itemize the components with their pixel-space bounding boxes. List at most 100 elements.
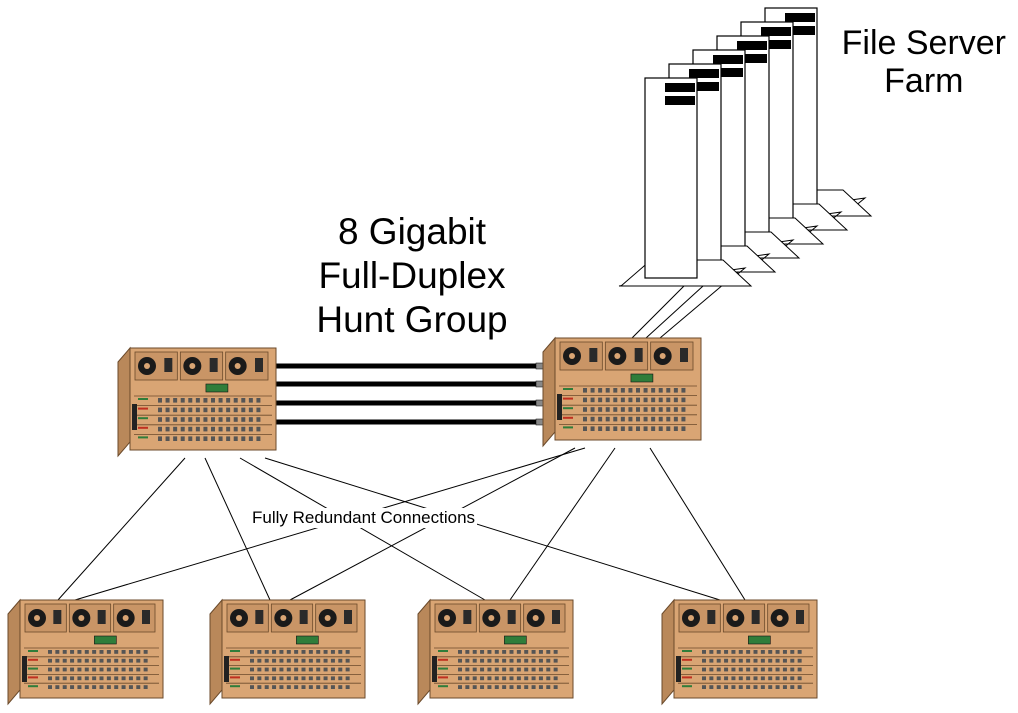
port-icon [211,436,215,441]
port-icon [330,685,335,689]
port-icon [62,676,67,681]
port-icon [702,667,706,672]
port-icon [226,398,231,403]
port-icon [620,397,625,403]
port-icon [121,658,126,663]
port-icon [768,658,773,663]
port-icon [480,658,485,663]
port-icon [472,658,477,663]
port-icon [524,650,529,654]
port-icon [643,397,648,403]
port-icon [516,676,521,681]
port-icon [487,676,492,681]
port-icon [279,685,284,689]
port-icon [553,658,558,663]
port-icon [636,416,640,422]
port-icon [502,676,507,681]
port-icon [188,436,193,441]
port-icon [286,650,291,654]
file-server-farm [618,7,873,287]
port-icon [241,407,246,413]
port-icon [598,426,603,431]
port-icon [716,676,721,681]
edge-switch-4 [661,598,818,706]
port-icon [211,426,215,432]
port-icon [746,658,751,663]
port-icon [77,685,82,689]
port-icon [250,685,254,689]
port-icon [753,667,758,672]
port-icon [538,650,543,654]
port-icon [294,650,299,654]
port-icon [465,667,470,672]
port-icon [195,426,200,432]
port-icon [48,685,52,689]
port-icon [775,667,780,672]
port-icon [180,426,185,432]
port-icon [613,397,618,403]
port-icon [226,417,231,422]
port-icon [651,416,656,422]
port-icon [218,436,223,441]
edge-switch-2 [209,598,366,706]
port-icon [738,667,743,672]
port-icon [286,658,291,663]
port-icon [55,685,60,689]
port-icon [458,685,462,689]
port-icon [738,650,743,654]
port-icon [681,388,686,393]
port-icon [301,676,306,681]
port-icon [553,667,558,672]
port-icon [590,416,595,422]
port-icon [620,407,625,412]
port-icon [598,397,603,403]
port-icon [106,676,111,681]
port-icon [70,650,75,654]
drive-bay [761,27,791,36]
port-icon [248,398,253,403]
port-icon [583,388,587,393]
chassis-side [209,598,223,706]
port-icon [180,398,185,403]
port-icon [702,676,706,681]
port-icon [180,417,185,422]
port-icon [502,650,507,654]
port-icon [250,650,254,654]
port-icon [605,388,610,393]
port-icon [480,650,485,654]
port-icon [487,667,492,672]
port-icon [546,667,551,672]
port-icon [731,650,736,654]
port-icon [345,650,350,654]
port-icon [188,417,193,422]
port-icon [308,658,313,663]
port-icon [70,667,75,672]
port-icon [203,436,208,441]
port-icon [257,685,262,689]
port-icon [233,426,238,432]
port-icon [195,436,200,441]
edge-switch-1 [7,598,164,706]
port-icon [92,650,97,654]
port-icon [509,667,514,672]
port-icon [99,667,104,672]
drive-bay [665,83,695,92]
port-icon [233,417,238,422]
port-icon [768,685,773,689]
port-icon [673,388,678,393]
port-icon [643,407,648,412]
port-icon [709,676,714,681]
port-icon [84,667,89,672]
port-icon [173,417,178,422]
port-icon [702,650,706,654]
port-icon [279,650,284,654]
port-icon [121,650,126,654]
port-icon [702,685,706,689]
port-icon [173,436,178,441]
port-icon [218,398,223,403]
status-display [296,635,319,645]
port-icon [301,685,306,689]
chassis-side [661,598,675,706]
port-icon [628,426,633,431]
port-icon [724,658,729,663]
